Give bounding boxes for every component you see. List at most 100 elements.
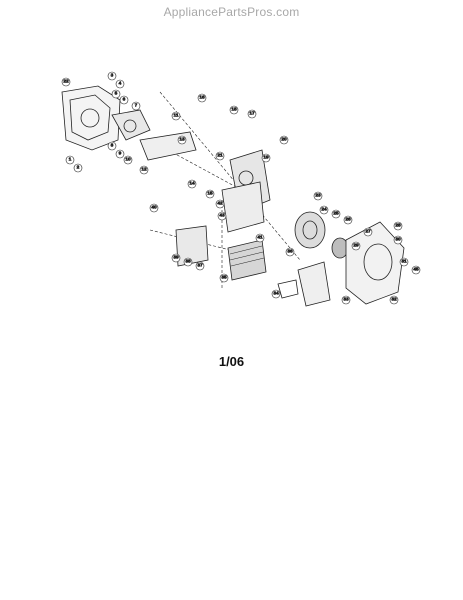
svg-text:26: 26 xyxy=(345,217,351,223)
svg-text:34: 34 xyxy=(273,291,279,297)
callout-2: 2 xyxy=(73,163,83,173)
callout-3a: 3 xyxy=(107,71,117,81)
callout-27a: 27 xyxy=(363,227,373,237)
callout-35: 35 xyxy=(219,273,229,283)
svg-text:18: 18 xyxy=(231,107,237,113)
svg-text:6: 6 xyxy=(123,97,126,103)
svg-text:36: 36 xyxy=(287,249,293,255)
callout-20: 20 xyxy=(279,135,289,145)
shield-part xyxy=(297,261,331,307)
svg-text:37: 37 xyxy=(197,263,203,269)
callout-5: 5 xyxy=(111,89,121,99)
svg-text:35: 35 xyxy=(221,275,227,281)
callout-6: 6 xyxy=(119,95,129,105)
callout-42: 42 xyxy=(215,199,225,209)
svg-text:29: 29 xyxy=(353,243,359,249)
callout-28: 28 xyxy=(393,221,403,231)
page-label: 1/06 xyxy=(218,354,245,369)
callout-18: 18 xyxy=(229,105,239,115)
callout-14: 14 xyxy=(187,179,197,189)
svg-text:14: 14 xyxy=(189,181,195,187)
callout-34: 34 xyxy=(271,289,281,299)
svg-text:40: 40 xyxy=(151,205,157,211)
svg-text:5: 5 xyxy=(115,91,118,97)
callout-9: 9 xyxy=(115,149,125,159)
svg-text:12: 12 xyxy=(141,167,147,173)
svg-text:9: 9 xyxy=(119,151,122,157)
callout-37: 37 xyxy=(195,261,205,271)
svg-text:21: 21 xyxy=(217,153,223,159)
svg-text:10: 10 xyxy=(125,157,131,163)
svg-text:30: 30 xyxy=(395,237,401,243)
svg-text:2: 2 xyxy=(77,165,80,171)
svg-text:24: 24 xyxy=(321,207,327,213)
callout-39: 39 xyxy=(171,253,181,263)
callout-24: 24 xyxy=(319,205,329,215)
callout-38: 38 xyxy=(183,257,193,267)
callout-22: 22 xyxy=(61,77,71,87)
svg-text:3: 3 xyxy=(111,73,114,79)
callout-21: 21 xyxy=(215,151,225,161)
callout-40: 40 xyxy=(149,203,159,213)
svg-text:38: 38 xyxy=(185,259,191,265)
callout-1: 1 xyxy=(65,155,75,165)
callout-group: 22 3 4 5 6 7 8 9 10 11 12 13 1 2 16 18 1… xyxy=(61,71,421,305)
svg-text:11: 11 xyxy=(173,113,178,119)
spark-bracket-part xyxy=(277,279,299,299)
callout-12: 12 xyxy=(139,165,149,175)
callout-30: 30 xyxy=(393,235,403,245)
svg-text:42: 42 xyxy=(217,201,223,207)
svg-text:32: 32 xyxy=(391,297,397,303)
callout-4: 4 xyxy=(115,79,125,89)
callout-25: 25 xyxy=(331,209,341,219)
svg-text:45: 45 xyxy=(413,267,419,273)
watermark-text: AppliancePartsPros.com xyxy=(163,5,300,19)
svg-text:16: 16 xyxy=(199,95,205,101)
handle-bracket-part xyxy=(139,131,197,161)
callout-26: 26 xyxy=(343,215,353,225)
callout-16: 16 xyxy=(197,93,207,103)
svg-text:4: 4 xyxy=(119,81,122,87)
callout-8: 8 xyxy=(107,141,117,151)
callout-32: 32 xyxy=(389,295,399,305)
svg-text:1: 1 xyxy=(69,157,72,163)
callout-19: 19 xyxy=(261,153,271,163)
clutch-assembly-part xyxy=(111,109,151,141)
callout-17: 17 xyxy=(247,109,257,119)
svg-text:17: 17 xyxy=(249,111,255,117)
flywheel-part xyxy=(294,211,326,249)
callout-29: 29 xyxy=(351,241,361,251)
svg-text:13: 13 xyxy=(179,137,185,143)
svg-text:25: 25 xyxy=(333,211,339,217)
callout-45: 45 xyxy=(411,265,421,275)
callout-10: 10 xyxy=(123,155,133,165)
callout-7: 7 xyxy=(131,101,141,111)
crankcase-part xyxy=(221,181,265,233)
svg-text:8: 8 xyxy=(111,143,114,149)
callout-13: 13 xyxy=(177,135,187,145)
cylinder-part xyxy=(227,239,267,281)
svg-text:31: 31 xyxy=(401,259,407,265)
callout-31: 31 xyxy=(399,257,409,267)
svg-text:33: 33 xyxy=(343,297,349,303)
svg-text:19: 19 xyxy=(263,155,269,161)
svg-text:7: 7 xyxy=(135,103,138,109)
svg-text:28: 28 xyxy=(395,223,401,229)
callout-41: 41 xyxy=(255,233,265,243)
muffler-part xyxy=(175,225,209,267)
svg-text:15: 15 xyxy=(207,191,213,197)
svg-text:20: 20 xyxy=(281,137,287,143)
callout-43: 43 xyxy=(217,211,227,221)
svg-text:41: 41 xyxy=(257,235,263,241)
callout-11: 11 xyxy=(171,111,181,121)
starter-housing-part xyxy=(345,221,405,305)
svg-text:23: 23 xyxy=(315,193,321,199)
svg-text:39: 39 xyxy=(173,255,179,261)
svg-text:22: 22 xyxy=(63,79,69,85)
svg-text:27: 27 xyxy=(365,229,371,235)
callout-15: 15 xyxy=(205,189,215,199)
callout-33: 33 xyxy=(341,295,351,305)
callout-23: 23 xyxy=(313,191,323,201)
svg-text:43: 43 xyxy=(219,213,225,219)
